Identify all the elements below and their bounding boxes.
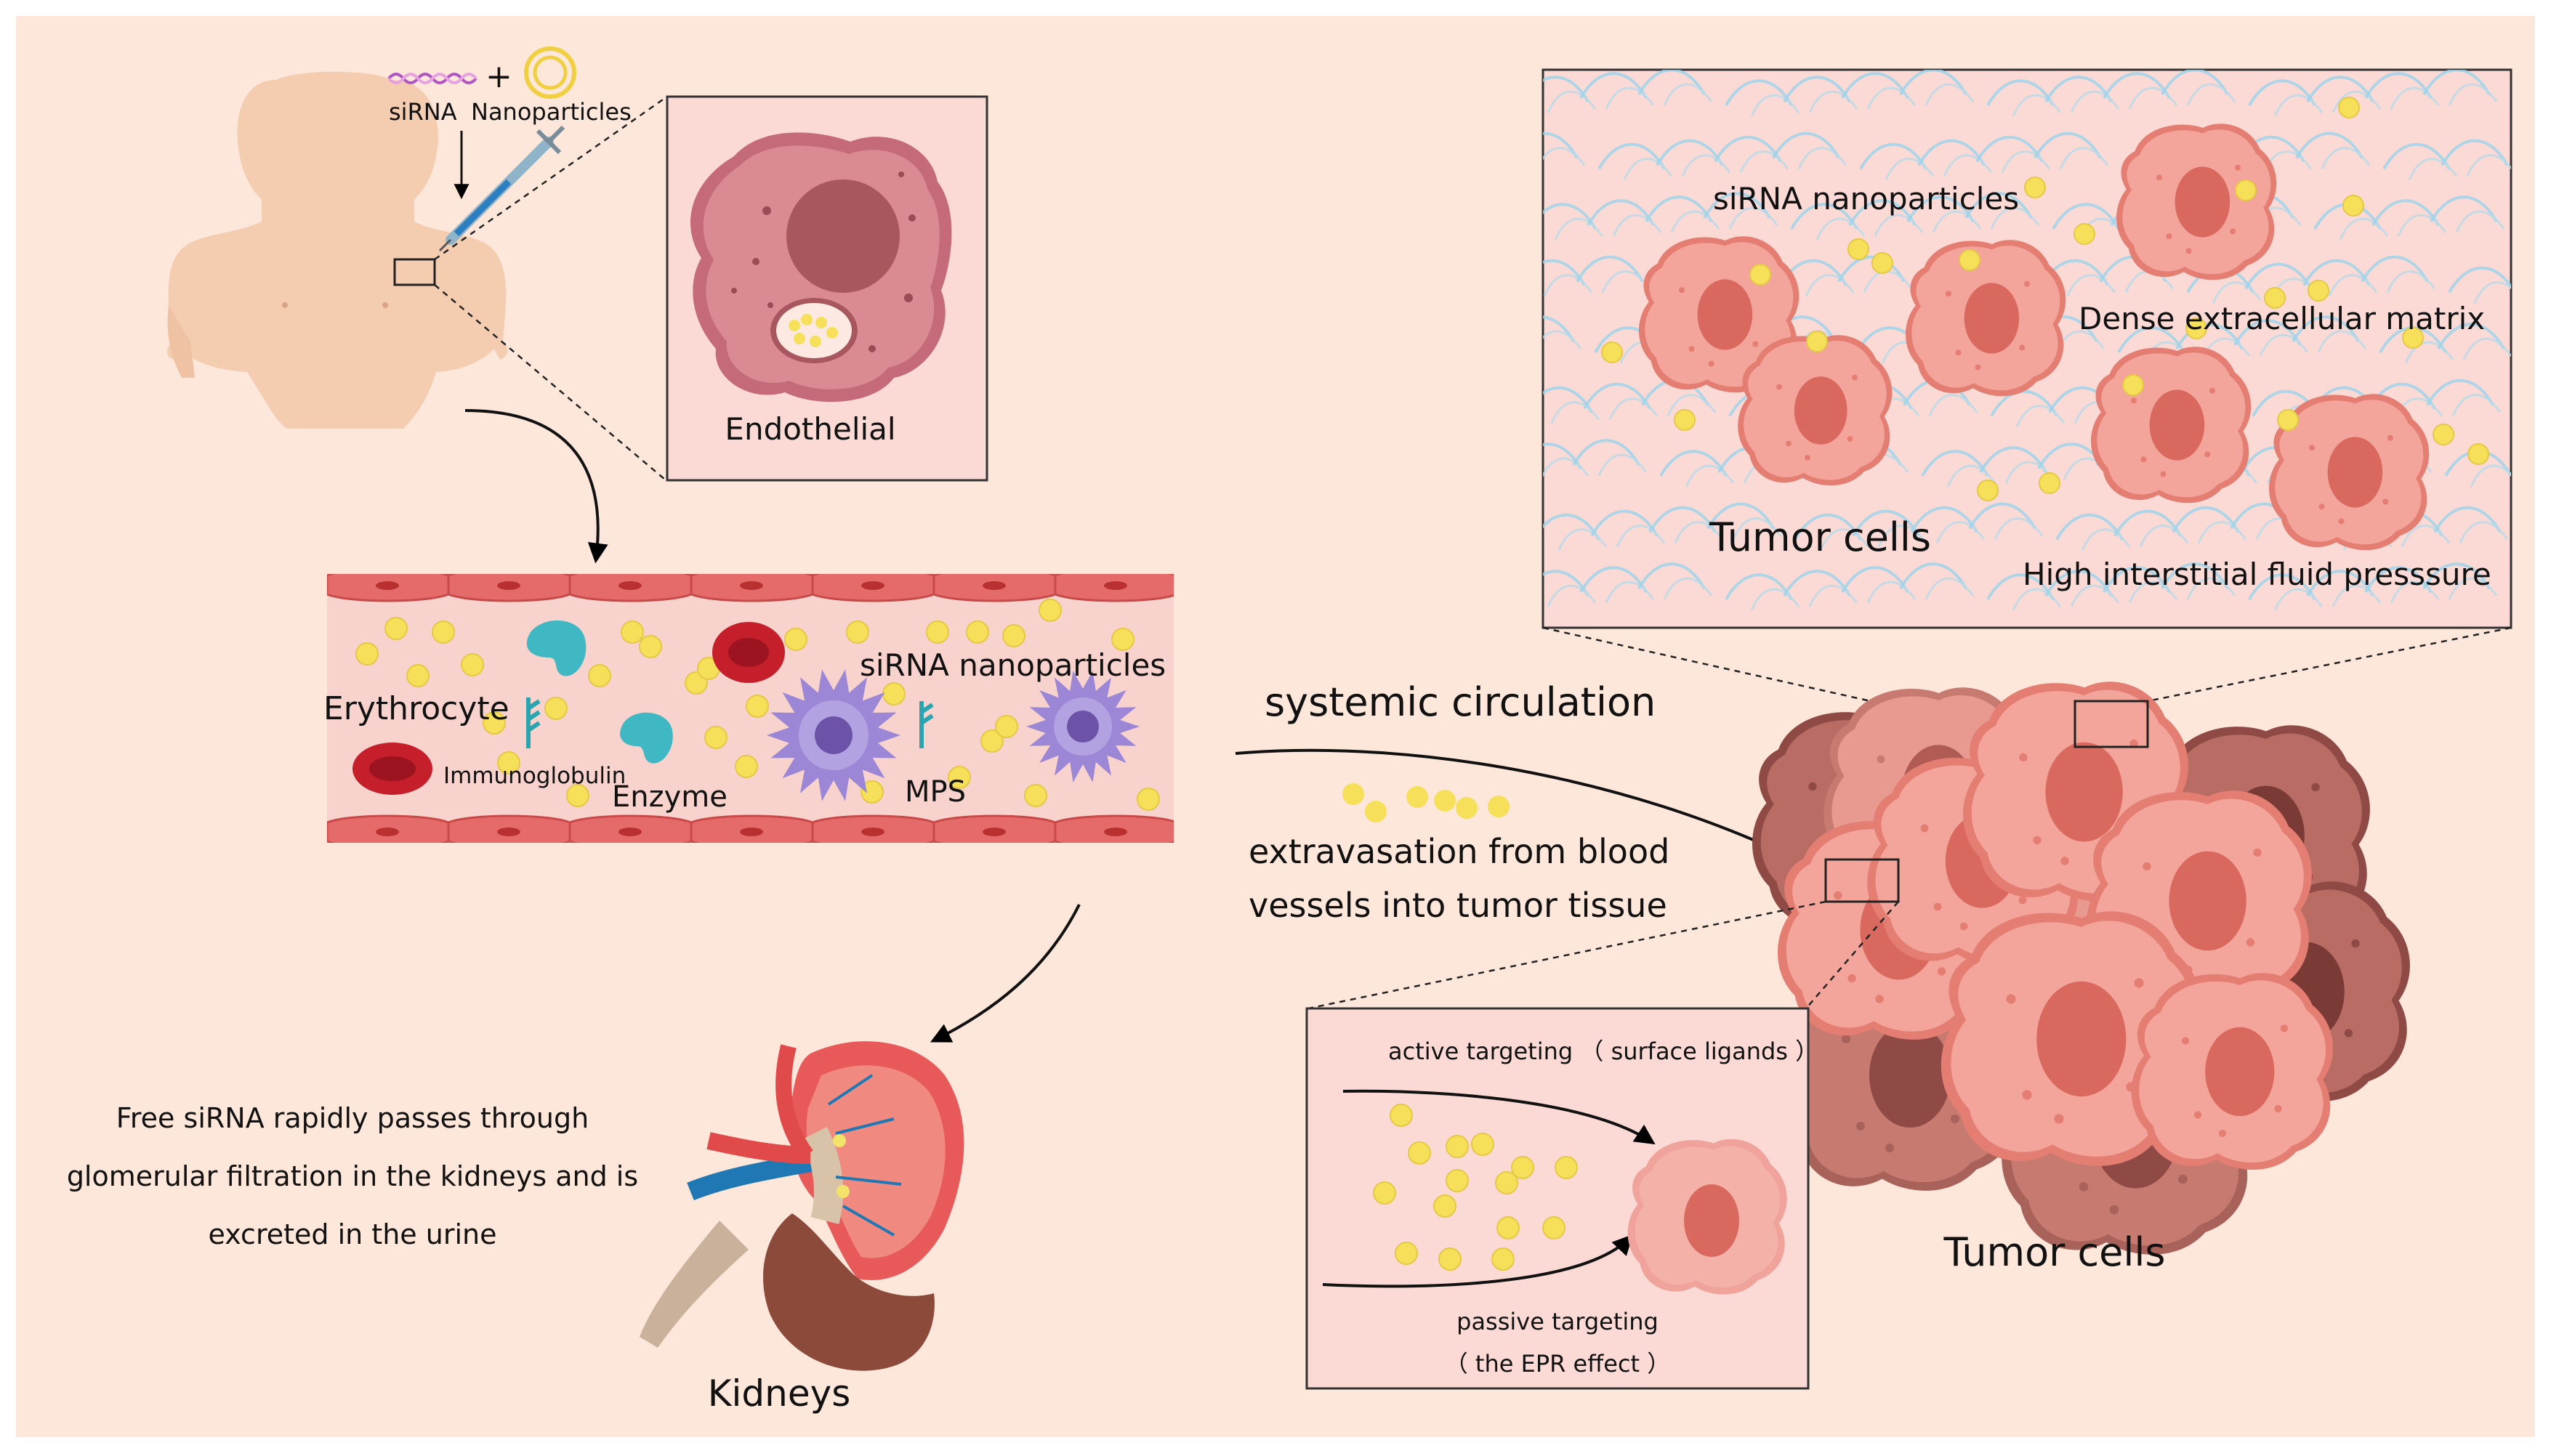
target-tumor-cell-icon — [1627, 1138, 1787, 1295]
passive-targeting-line-2: （ the EPR effect ） — [1445, 1350, 1671, 1378]
mps-label: MPS — [905, 775, 966, 809]
sirna-label: siRNA — [389, 98, 457, 126]
vessel-sirna-label: siRNA nanoparticles — [860, 647, 1166, 683]
target-zoom-line-left — [1307, 900, 1826, 1010]
tme-tumor-label: Tumor cells — [1709, 514, 1931, 560]
arrow-to-vessel — [464, 409, 608, 564]
kidney-caption-line-3: excreted in the urine — [209, 1218, 497, 1250]
arrow-to-kidney — [930, 904, 1081, 1043]
kidney-caption-line-2: glomerular filtration in the kidneys and… — [67, 1160, 638, 1192]
extravasation-particles — [1342, 783, 1510, 822]
kidney-icon — [640, 1041, 964, 1371]
passive-targeting-arrow — [1322, 1234, 1633, 1288]
passive-targeting-line-1: passive targeting — [1456, 1308, 1659, 1335]
enzyme-label: Enzyme — [612, 780, 728, 814]
active-targeting-arrow — [1342, 1089, 1656, 1145]
tumor-mass-icon — [1752, 682, 2410, 1255]
endothelial-cell-icon — [690, 132, 952, 403]
tme-zoom-box — [2074, 700, 2149, 748]
active-targeting-label: active targeting （ surface ligands ） — [1388, 1038, 1818, 1065]
zoom-line-bottom — [434, 284, 666, 480]
immunoglobulin-icon — [526, 697, 934, 748]
erythrocyte-icon — [352, 622, 785, 795]
tumor-cells-label: Tumor cells — [1943, 1229, 2165, 1275]
targeting-zoom-box — [1824, 858, 1900, 903]
tme-illustration — [1543, 70, 2511, 611]
enzyme-icon — [526, 620, 673, 764]
circulation-arrow — [1235, 748, 1810, 867]
target-zoom-line-right — [1805, 901, 1899, 1009]
syringe-icon — [438, 125, 565, 252]
kidney-caption-line-1: Free siRNA rapidly passes through — [116, 1102, 589, 1134]
tme-ifp-label: High interstitial fluid presssure — [2023, 557, 2491, 592]
tme-zoom-line-right — [2147, 626, 2512, 703]
human-body-icon — [166, 71, 508, 429]
vessel-nanoparticles — [355, 599, 1160, 811]
injection-site-box — [393, 258, 436, 286]
systemic-circulation-label: systemic circulation — [1265, 679, 1656, 725]
zoom-line-top — [434, 97, 666, 261]
nanoparticle-ring-icon — [524, 46, 576, 99]
plus-sign: + — [485, 58, 512, 95]
tme-zoom-line-left — [1542, 626, 2076, 748]
extravasation-line-2: vessels into tumor tissue — [1249, 886, 1667, 925]
targeting-nanoparticles — [1373, 1104, 1578, 1271]
nanoparticles-label: Nanoparticles — [471, 98, 632, 126]
mps-cell-icon — [767, 669, 1140, 801]
immunoglobulin-label: Immunoglobulin — [443, 763, 626, 789]
sirna-strand-icon — [387, 73, 477, 84]
erythrocyte-label: Erythrocyte — [323, 690, 509, 727]
kidneys-label: Kidneys — [708, 1372, 851, 1415]
tme-sirna-label: siRNA nanoparticles — [1713, 181, 2019, 217]
extravasation-line-1: extravasation from blood — [1249, 832, 1669, 871]
tme-ecm-label: Dense extracellular matrix — [2079, 301, 2485, 336]
endothelial-label: Endothelial — [725, 411, 895, 447]
